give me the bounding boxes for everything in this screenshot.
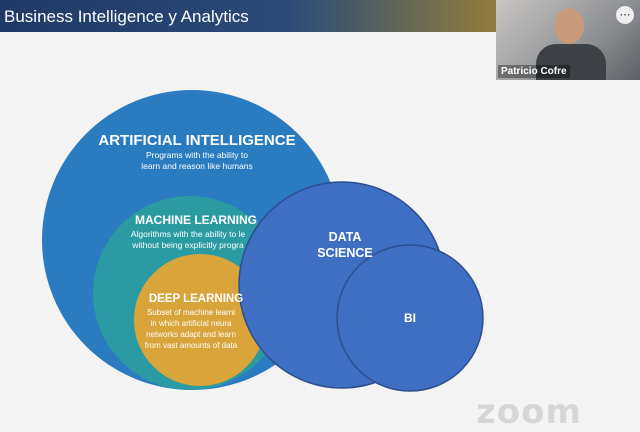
ai-title: ARTIFICIAL INTELLIGENCE: [98, 132, 295, 149]
ds-title-line2: SCIENCE: [317, 246, 373, 260]
participant-body: [536, 44, 606, 80]
ellipsis-icon[interactable]: ⋯: [616, 6, 634, 24]
bi-circle: [336, 244, 484, 392]
dl-title: DEEP LEARNING: [149, 293, 243, 305]
zoom-watermark: zoom: [476, 392, 582, 432]
dl-circle: [134, 254, 266, 386]
participant-head: [554, 8, 584, 44]
ml-desc-line2: without being explicitly progra: [131, 240, 244, 250]
ai-desc-line2: learn and reason like humans: [141, 161, 253, 171]
dl-desc-line2: in which artificial neura: [151, 319, 232, 328]
ml-title: MACHINE LEARNING: [135, 213, 257, 227]
presentation-title: Business Intelligence y Analytics: [4, 7, 249, 26]
dl-desc-line3: networks adapt and learn: [146, 330, 236, 339]
ml-desc-line1: Algorithms with the ability to le: [131, 229, 246, 239]
dl-desc-line4: from vast amounts of data: [145, 341, 238, 350]
ds-title-line1: DATA: [329, 230, 362, 244]
bi-label: BI: [404, 311, 416, 325]
dl-desc-line1: Subset of machine learni: [147, 308, 235, 317]
ai-desc-line1: Programs with the ability to: [146, 150, 248, 160]
participant-name: Patricio Cofre: [498, 65, 570, 78]
ai-venn-diagram: ARTIFICIAL INTELLIGENCE Programs with th…: [42, 90, 484, 392]
participant-video[interactable]: ⋯ Patricio Cofre: [496, 0, 640, 80]
